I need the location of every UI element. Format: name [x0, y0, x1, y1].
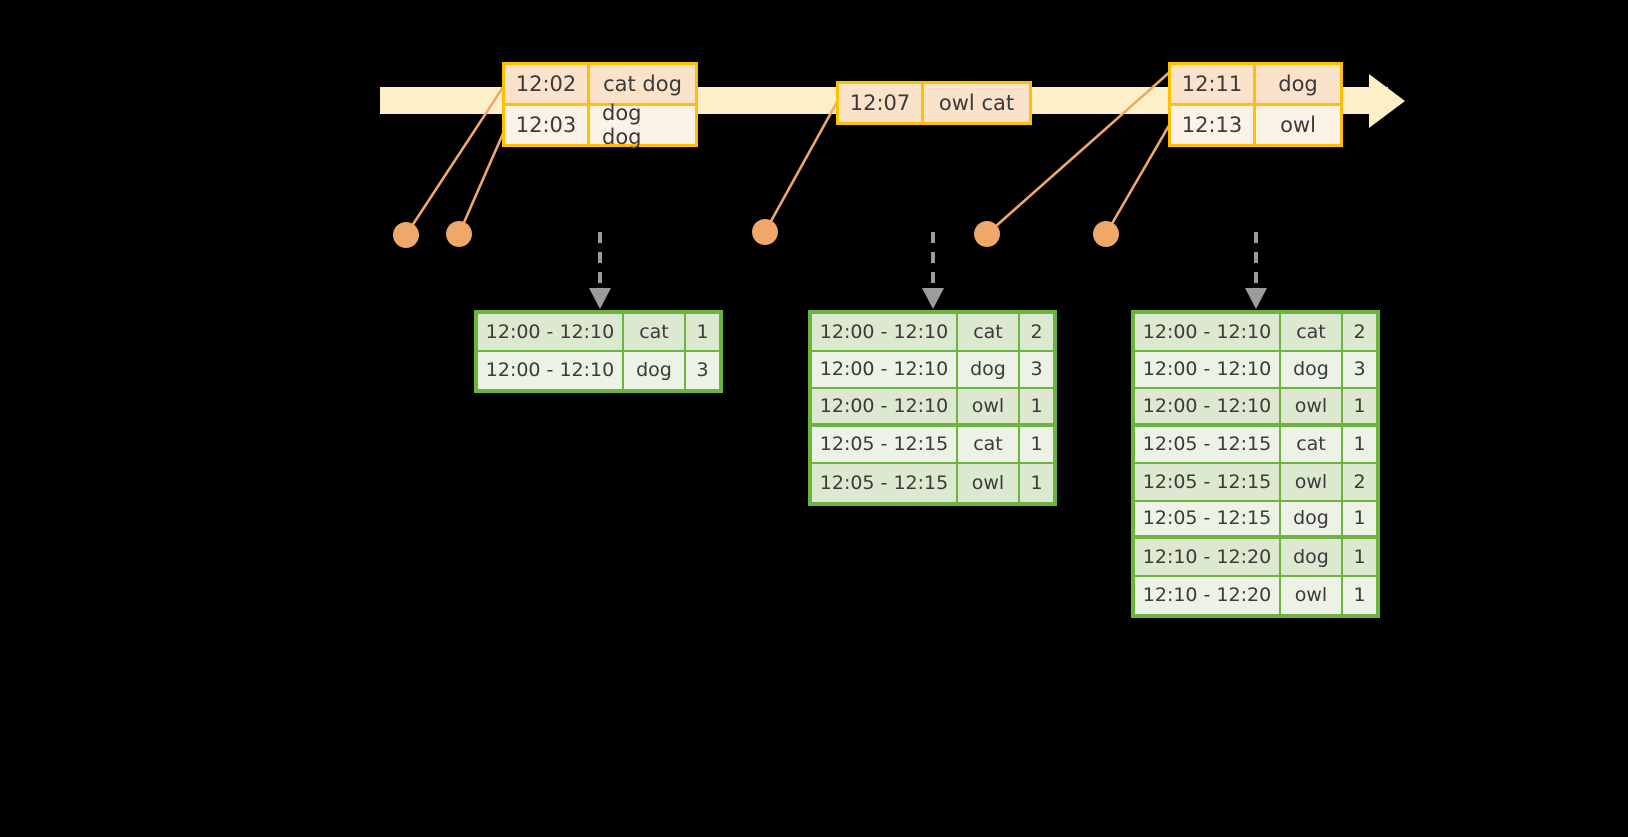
count-cell: 2 [1353, 320, 1366, 343]
timeline-event-box[interactable]: 12:07 owl cat [836, 81, 1032, 125]
count-cell: 1 [1353, 394, 1366, 417]
connector-dot [752, 219, 778, 245]
result-table: 12:00 - 12:10 cat 2 12:00 - 12:10 dog 3 … [1131, 310, 1380, 618]
event-words: owl cat [938, 91, 1015, 115]
table-row: 12:10 - 12:20 dog 1 [1135, 539, 1376, 577]
count-cell: 1 [1353, 433, 1366, 456]
window-cell: 12:00 - 12:10 [478, 351, 624, 389]
word-cell: cat [1281, 426, 1343, 462]
timeline-event-box[interactable]: 12:02 cat dog 12:03 dog dog [502, 62, 698, 149]
window-cell: 12:00 - 12:10 [812, 314, 958, 350]
table-row: 12:10 - 12:20 owl 1 [1135, 576, 1376, 614]
connector-dot [1093, 221, 1119, 247]
window-cell: 12:00 - 12:10 [1135, 351, 1281, 387]
count-cell: 1 [1353, 545, 1366, 568]
result-table: 12:00 - 12:10 cat 1 12:00 - 12:10 dog 3 [474, 310, 723, 393]
timeline-event-box[interactable]: 12:11 dog 12:13 owl [1168, 62, 1343, 147]
count-cell: 2 [1353, 470, 1366, 493]
word-cell: cat [958, 314, 1020, 350]
window-cell: 12:05 - 12:15 [1135, 501, 1281, 535]
word-cell: owl [958, 389, 1020, 423]
event-time: 12:13 [1171, 106, 1256, 144]
event-time: 12:07 [839, 84, 924, 122]
count-cell: 1 [696, 320, 709, 343]
timeline-event-row: 12:11 dog [1171, 65, 1340, 103]
window-cell: 12:10 - 12:20 [1135, 539, 1281, 575]
window-cell: 12:05 - 12:15 [812, 426, 958, 462]
event-words: owl [1280, 113, 1316, 137]
window-cell: 12:00 - 12:10 [1135, 389, 1281, 423]
table-row: 12:00 - 12:10 cat 2 [1135, 314, 1376, 352]
table-row: 12:00 - 12:10 dog 3 [1135, 351, 1376, 389]
word-cell: owl [1281, 576, 1343, 614]
table-row: 12:00 - 12:10 cat 1 [478, 314, 719, 352]
event-time: 12:11 [1171, 65, 1256, 103]
connector-dot [393, 222, 419, 248]
dashed-arrow-head-1 [589, 288, 611, 309]
table-row: 12:05 - 12:15 cat 1 [1135, 426, 1376, 464]
count-cell: 2 [1030, 320, 1043, 343]
count-cell: 1 [1030, 471, 1043, 494]
event-words: dog [1278, 72, 1318, 96]
timeline-event-row: 12:07 owl cat [839, 84, 1029, 122]
table-row: 12:05 - 12:15 owl 2 [1135, 464, 1376, 502]
timeline-arrow-icon [1369, 74, 1405, 128]
table-row: 12:00 - 12:10 dog 3 [812, 351, 1053, 389]
dashed-arrow-heads [589, 288, 1267, 309]
window-cell: 12:05 - 12:15 [1135, 464, 1281, 500]
timeline-event-row: 12:13 owl [1171, 103, 1340, 144]
connector-dots [393, 219, 1119, 248]
word-cell: cat [958, 426, 1020, 462]
window-cell: 12:00 - 12:10 [478, 314, 624, 350]
connector-dot [446, 221, 472, 247]
word-cell: dog [958, 351, 1020, 387]
timeline-event-row: 12:02 cat dog [505, 65, 695, 103]
word-cell: dog [1281, 501, 1343, 535]
window-cell: 12:00 - 12:10 [812, 351, 958, 387]
table-row: 12:05 - 12:15 cat 1 [812, 426, 1053, 464]
dashed-arrow-head-3 [1245, 288, 1267, 309]
event-words: cat dog [603, 72, 682, 96]
word-cell: dog [1281, 539, 1343, 575]
table-row: 12:00 - 12:10 owl 1 [812, 389, 1053, 427]
table-row: 12:00 - 12:10 owl 1 [1135, 389, 1376, 427]
count-cell: 1 [1030, 433, 1043, 456]
window-cell: 12:10 - 12:20 [1135, 576, 1281, 614]
result-table: 12:00 - 12:10 cat 2 12:00 - 12:10 dog 3 … [808, 310, 1057, 506]
count-cell: 3 [1353, 358, 1366, 381]
window-cell: 12:00 - 12:10 [1135, 314, 1281, 350]
word-cell: owl [1281, 389, 1343, 423]
connector-dot [974, 221, 1000, 247]
table-row: 12:00 - 12:10 cat 2 [812, 314, 1053, 352]
table-row: 12:00 - 12:10 dog 3 [478, 351, 719, 389]
event-words: dog dog [602, 101, 642, 149]
event-time: 12:02 [505, 65, 590, 103]
count-cell: 1 [1030, 394, 1043, 417]
word-cell: dog [624, 351, 686, 389]
word-cell: dog [1281, 351, 1343, 387]
count-cell: 3 [1030, 358, 1043, 381]
dashed-arrow-head-2 [922, 288, 944, 309]
count-cell: 1 [1353, 584, 1366, 607]
timeline-event-row: 12:03 dog dog [505, 101, 695, 149]
word-cell: owl [958, 464, 1020, 502]
word-cell: cat [624, 314, 686, 350]
window-cell: 12:05 - 12:15 [1135, 426, 1281, 462]
window-cell: 12:00 - 12:10 [812, 389, 958, 423]
count-cell: 3 [696, 359, 709, 382]
table-row: 12:05 - 12:15 owl 1 [812, 464, 1053, 502]
word-cell: owl [1281, 464, 1343, 500]
count-cell: 1 [1353, 507, 1366, 530]
event-time: 12:03 [505, 106, 590, 144]
window-cell: 12:05 - 12:15 [812, 464, 958, 502]
word-cell: cat [1281, 314, 1343, 350]
table-row: 12:05 - 12:15 dog 1 [1135, 501, 1376, 539]
